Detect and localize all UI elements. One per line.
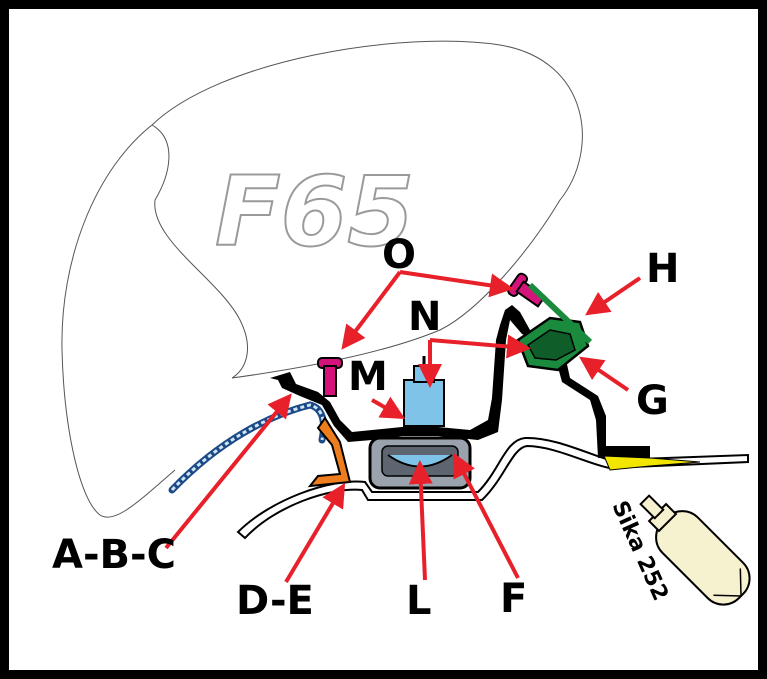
fastener-body xyxy=(403,379,445,427)
profile-d-e xyxy=(307,416,352,488)
label-l: L xyxy=(406,578,432,624)
product-logo: F65 xyxy=(215,156,414,268)
sealant-tube xyxy=(639,494,751,606)
label-g: G xyxy=(636,378,669,424)
label-de: D-E xyxy=(236,578,314,624)
awning-housing-outline xyxy=(61,40,583,518)
label-m: M xyxy=(348,354,388,400)
label-f: F xyxy=(500,576,527,622)
label-h: H xyxy=(646,246,679,292)
bracket-h xyxy=(527,282,593,345)
sealant-bead xyxy=(603,455,701,471)
label-abc: A-B-C xyxy=(52,532,176,578)
label-n: N xyxy=(408,294,441,340)
callout-arrows xyxy=(164,270,642,584)
label-o: O xyxy=(382,232,416,278)
